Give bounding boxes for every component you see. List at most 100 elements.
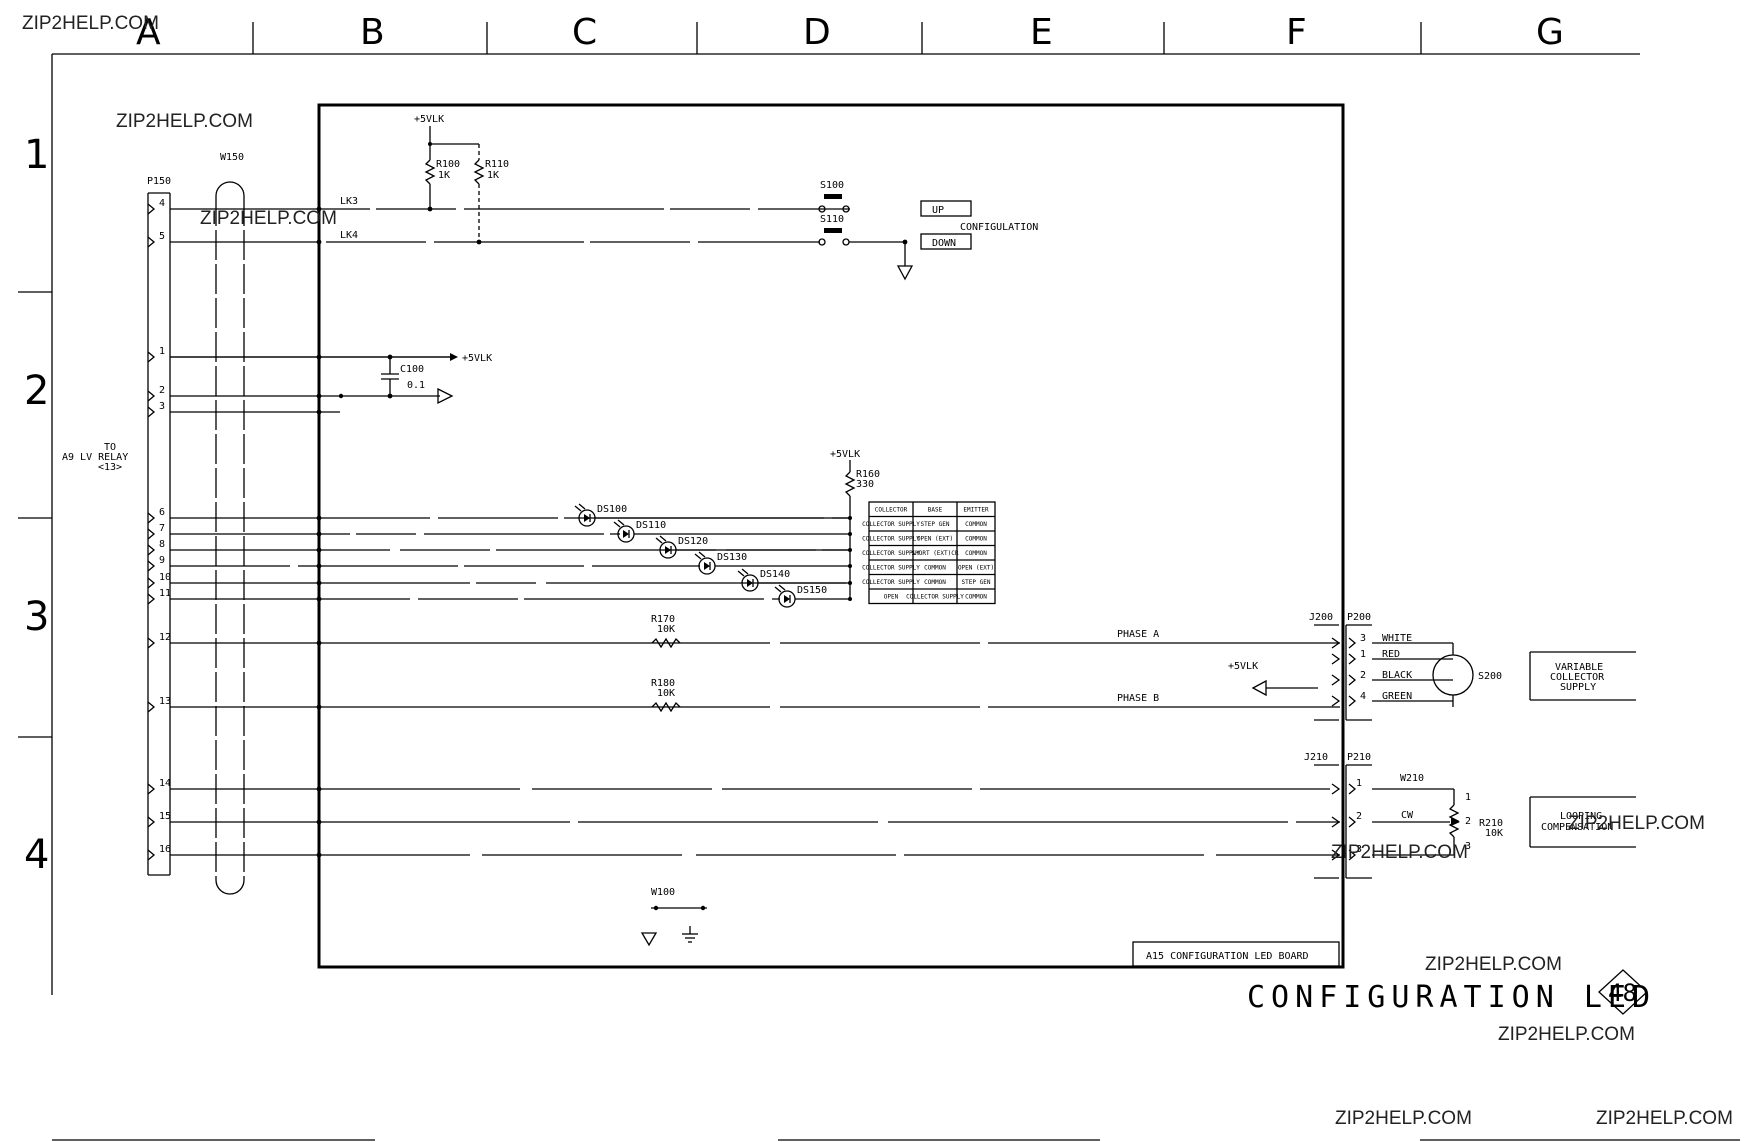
r170-value: 10K xyxy=(657,624,675,635)
truth-table-cell: COLLECTOR SUPPLY xyxy=(862,521,920,528)
r100-ref: R100 xyxy=(436,159,460,170)
truth-table-cell: COMMON xyxy=(965,521,987,528)
s200-ref: S200 xyxy=(1478,671,1502,682)
destination-to: TO xyxy=(104,442,116,453)
led-ds120: DS120 xyxy=(655,535,852,559)
truth-table-header-cell: COLLECTOR xyxy=(875,506,908,513)
phase-a-label: PHASE A xyxy=(1117,629,1159,640)
r180-value: 10K xyxy=(657,688,675,699)
watermark: ZIP2HELP.COM xyxy=(200,208,337,229)
grid-border xyxy=(18,22,1740,1141)
watermark: ZIP2HELP.COM xyxy=(1425,954,1562,975)
p150-pin-number: 1 xyxy=(159,346,165,357)
watermark: ZIP2HELP.COM xyxy=(1331,842,1468,863)
grid-row-2: 2 xyxy=(24,368,49,414)
truth-table-cell: COLLECTOR SUPPLY xyxy=(862,579,920,586)
p150-pin-number: 15 xyxy=(159,811,171,822)
w100-ref: W100 xyxy=(651,887,675,898)
p150-pin-number: 12 xyxy=(159,632,171,643)
p210-ref: P210 xyxy=(1347,752,1371,763)
board-outline xyxy=(317,103,1345,969)
r210-value: 10K xyxy=(1485,828,1503,839)
led-ref: DS130 xyxy=(717,552,747,563)
grid-row-1: 1 xyxy=(24,132,49,178)
truth-table-cell: OPEN (EXT) xyxy=(917,535,953,542)
watermark: ZIP2HELP.COM xyxy=(22,13,159,34)
pot-pin-number: 2 xyxy=(1356,811,1362,822)
p150-pin-number: 7 xyxy=(159,523,165,534)
vcs-line-1: VARIABLE xyxy=(1555,662,1603,673)
grid-col-d: D xyxy=(803,12,831,53)
truth-table-cell: COLLECTOR SUPPLY xyxy=(862,564,920,571)
truth-table-cell: COMMON xyxy=(965,593,987,600)
grid-row-3: 3 xyxy=(24,594,49,640)
grid-col-c: C xyxy=(572,12,597,53)
grid-column-labels: A B C D E F G xyxy=(136,12,1564,53)
destination-name: A9 LV RELAY xyxy=(62,452,128,463)
motor-pin-number: 2 xyxy=(1360,670,1366,681)
grid-col-g: G xyxy=(1536,12,1564,53)
w210-ref: W210 xyxy=(1400,773,1424,784)
motor-section: R170 10K R180 10K PHASE A PHASE B +5VLK … xyxy=(651,612,1636,721)
board-title: A15 CONFIGURATION LED BOARD xyxy=(1146,951,1309,962)
grid-col-e: E xyxy=(1030,12,1053,53)
watermark: ZIP2HELP.COM xyxy=(1335,1108,1472,1129)
watermark: ZIP2HELP.COM xyxy=(116,111,253,132)
r210-ref: R210 xyxy=(1479,818,1503,829)
p150-pin-number: 9 xyxy=(159,555,165,566)
cw-label: CW xyxy=(1401,810,1414,821)
p150-pin: 13 xyxy=(147,696,322,713)
led-ref: DS110 xyxy=(636,520,666,531)
led-ds130: DS130 xyxy=(694,551,852,575)
truth-table-cell: COLLECTOR SUPPLY xyxy=(862,550,920,557)
looping-line-1: LOOPING xyxy=(1560,811,1602,822)
motor-supply: +5VLK xyxy=(1228,661,1258,672)
truth-table-cell: COMMON xyxy=(924,579,946,586)
p150-pin: 2 xyxy=(147,385,322,402)
truth-table-cell: COLLECTOR SUPPLY xyxy=(906,593,964,600)
p150-pin: 8 xyxy=(147,539,322,556)
watermark: ZIP2HELP.COM xyxy=(1498,1024,1635,1045)
signal-traces xyxy=(170,208,1340,856)
power-supply: +5VLK xyxy=(462,353,492,364)
grid-col-f: F xyxy=(1286,12,1307,53)
sheet-number-badge xyxy=(1598,969,1648,1015)
pot-terminal-number: 1 xyxy=(1465,792,1471,803)
led-supply: +5VLK xyxy=(830,449,860,460)
p150-pin-number: 4 xyxy=(159,198,165,209)
truth-table-cell: STEP GEN xyxy=(921,521,950,528)
truth-table-header-cell: BASE xyxy=(928,506,943,513)
p150-pin: 5 xyxy=(147,231,322,248)
watermark: ZIP2HELP.COM xyxy=(1596,1108,1733,1129)
board-title-block: A15 CONFIGURATION LED BOARD xyxy=(1132,941,1340,967)
p150-pin: 7 xyxy=(147,523,322,540)
led-ref: DS100 xyxy=(597,504,627,515)
truth-table-header-cell: EMITTER xyxy=(963,506,989,513)
p150-pin-number: 2 xyxy=(159,385,165,396)
config-offpage-refs: UP DOWN CONFIGULATION xyxy=(920,200,1038,250)
switch-s110: S110 xyxy=(818,214,914,281)
grid-row-4: 4 xyxy=(24,832,49,878)
r110-value: 1K xyxy=(487,170,499,181)
motor-pin-number: 1 xyxy=(1360,649,1366,660)
switch-s100: S100 xyxy=(818,180,850,213)
led-ref: DS150 xyxy=(797,585,827,596)
p150-pin-number: 11 xyxy=(159,588,171,599)
r110-ref: R110 xyxy=(485,159,509,170)
grid-row-labels: 1 2 3 4 xyxy=(24,132,49,878)
j210-ref: J210 xyxy=(1304,752,1328,763)
top-supply: +5VLK xyxy=(414,114,444,125)
sheet-number: 48 xyxy=(1608,979,1637,1007)
p150-pin: 1 xyxy=(147,346,322,363)
p150-pin: 6 xyxy=(147,507,322,524)
truth-table-cell: COMMON xyxy=(965,550,987,557)
ground-section: W100 xyxy=(640,887,707,947)
destination-page: <13> xyxy=(98,462,122,473)
s200-motor xyxy=(1432,654,1474,696)
